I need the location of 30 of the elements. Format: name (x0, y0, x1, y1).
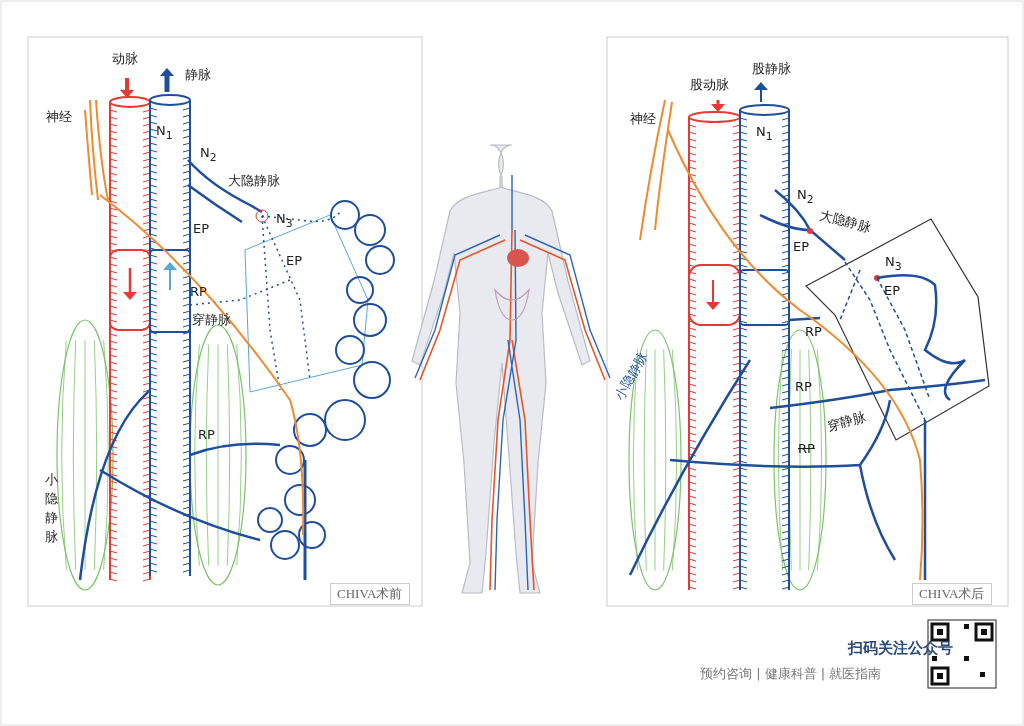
point-label: RP (795, 380, 812, 395)
point-label: EP (884, 284, 901, 299)
point-label: RP (798, 442, 815, 457)
footer-note: 预约咨询 | 健康科普 | 就医指南 (700, 667, 882, 682)
point-label: RP (805, 325, 822, 340)
point-label: RP (198, 428, 215, 443)
vessel-label: 静脉 (185, 68, 211, 83)
vein-segment-label: N$_{3}$ (276, 212, 293, 230)
vein-segment-label: N$_{2}$ (797, 188, 814, 206)
panel-caption: CHIVA术前 (330, 583, 410, 606)
vein-segment-label: N$_{1}$ (756, 125, 773, 143)
point-label: RP (190, 285, 207, 300)
panel-caption: CHIVA术后 (912, 583, 992, 606)
nerve-label: 神经 (46, 110, 72, 125)
vessel-label: 大隐静脉 (818, 208, 873, 236)
vessel-label: 大隐静脉 (228, 174, 280, 189)
nerve-label: 神经 (630, 112, 656, 127)
vessel-label: 穿静脉 (826, 409, 868, 434)
vessel-label: 穿静脉 (192, 313, 231, 328)
vessel-label: 小隐静脉 (612, 349, 651, 403)
vein-segment-label: N$_{2}$ (200, 146, 217, 164)
point-label: EP (793, 240, 810, 255)
point-label: EP (286, 254, 303, 269)
vessel-label: 动脉 (112, 52, 138, 67)
vessel-label: 股动脉 (690, 78, 729, 93)
vein-segment-label: N$_{1}$ (156, 124, 173, 142)
vein-segment-label: N$_{3}$ (885, 255, 902, 273)
point-label: EP (193, 222, 210, 237)
footer-heading: 扫码关注公众号 (848, 640, 953, 657)
vessel-label: 股静脉 (752, 62, 791, 77)
